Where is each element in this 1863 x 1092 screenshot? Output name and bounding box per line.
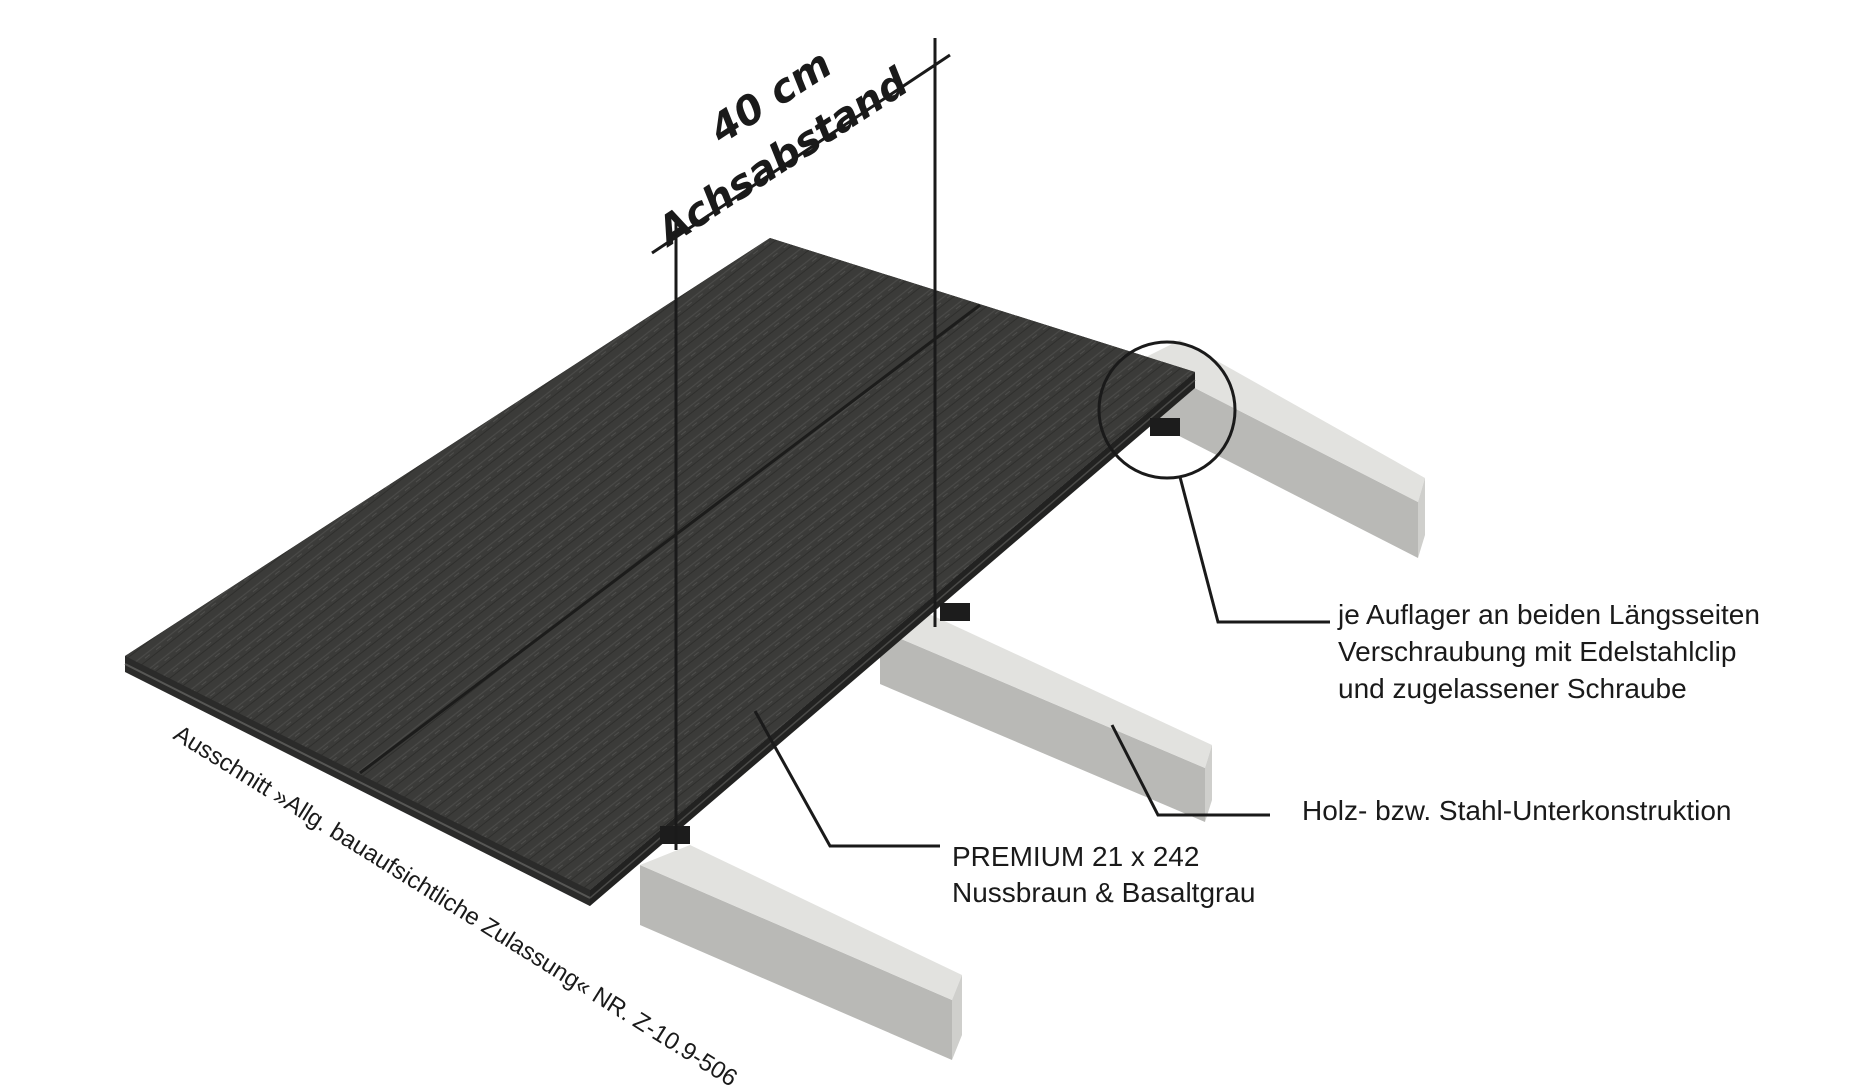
board-top-surface: [125, 238, 1195, 890]
callout-fixing-line3: und zugelassener Schraube: [1338, 673, 1687, 704]
callout-fixing-line2: Verschraubung mit Edelstahlclip: [1338, 636, 1736, 667]
callout-board-line2: Nussbraun & Basaltgrau: [952, 877, 1256, 908]
joist-middle: [880, 612, 1212, 822]
leader-fixing: [1178, 476, 1330, 624]
callout-board-line1: PREMIUM 21 x 242: [952, 841, 1199, 872]
board-joint: [359, 303, 981, 775]
joist-front: [640, 845, 962, 1060]
dimension-line: [651, 53, 951, 255]
dimension-lines: [651, 38, 951, 850]
decking-boards: [124, 238, 1196, 906]
callout-fixing-line1: je Auflager an beiden Längsseiten: [1337, 599, 1760, 630]
joist-back: [1140, 340, 1425, 558]
callout-substructure: Holz- bzw. Stahl-Unterkonstruktion: [1302, 795, 1732, 826]
detail-circle: [1097, 340, 1237, 480]
leader-substructure: [1110, 724, 1270, 817]
leader-board: [753, 710, 940, 848]
leader-lines: [753, 476, 1330, 848]
